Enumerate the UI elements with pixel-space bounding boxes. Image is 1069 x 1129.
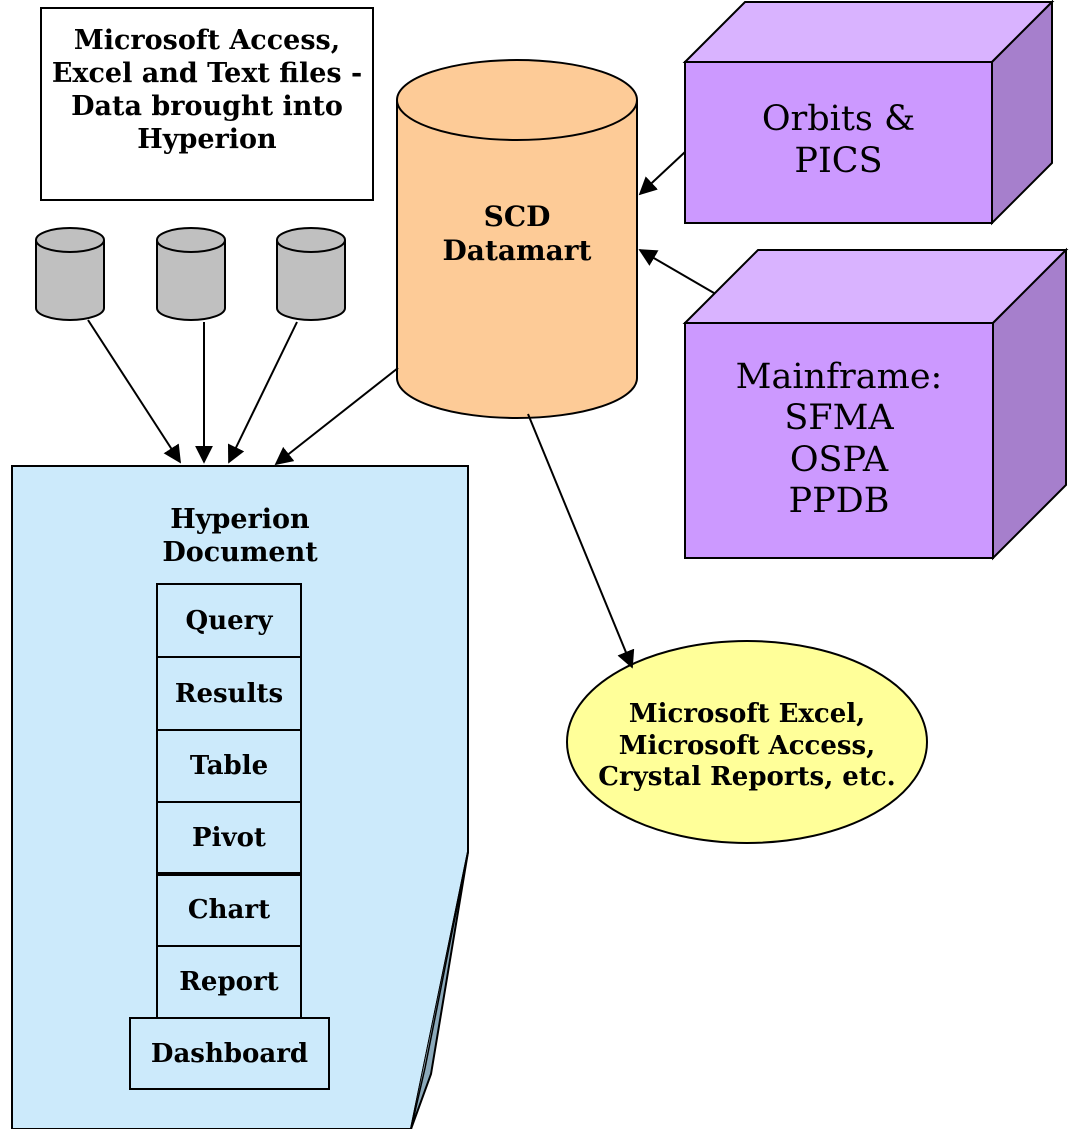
tab-table: Table xyxy=(189,751,269,781)
outputs-ellipse xyxy=(566,640,928,844)
tab-report: Report xyxy=(179,967,279,997)
database-icon-3 xyxy=(276,227,346,321)
hyperion-document-title: Hyperion Document xyxy=(162,504,318,568)
database-icon-2 xyxy=(156,227,226,321)
sources-note-text: Microsoft Access, Excel and Text files -… xyxy=(51,25,363,155)
tab-dashboard: Dashboard xyxy=(150,1038,309,1069)
database-icon-1 xyxy=(35,227,105,321)
orbits-label: Orbits & PICS xyxy=(761,99,916,181)
mainframe-cube xyxy=(682,247,1069,561)
mainframe-label: Mainframe: SFMA OSPA PPDB xyxy=(735,357,943,521)
arrow-db3-to-document xyxy=(227,321,298,464)
tab-pivot: Pivot xyxy=(192,823,266,853)
arrow-mainframe-to-datamart xyxy=(638,249,715,294)
arrow-datamart-to-document xyxy=(274,367,399,466)
tab-query: Query xyxy=(185,605,273,636)
arrow-datamart-to-outputs xyxy=(527,413,635,669)
outputs-label: Microsoft Excel, Microsoft Access, Cryst… xyxy=(598,699,896,793)
sources-note-box xyxy=(40,7,374,201)
document-tab-stack xyxy=(129,583,330,1090)
tab-chart: Chart xyxy=(187,895,271,925)
datamart-cylinder xyxy=(396,59,638,419)
orbits-cube xyxy=(682,0,1055,226)
tab-results: Results xyxy=(174,678,284,709)
arrow-db1-to-document xyxy=(87,319,181,464)
datamart-label: SCD Datamart xyxy=(442,200,592,268)
arrow-orbits-to-datamart xyxy=(638,151,686,196)
